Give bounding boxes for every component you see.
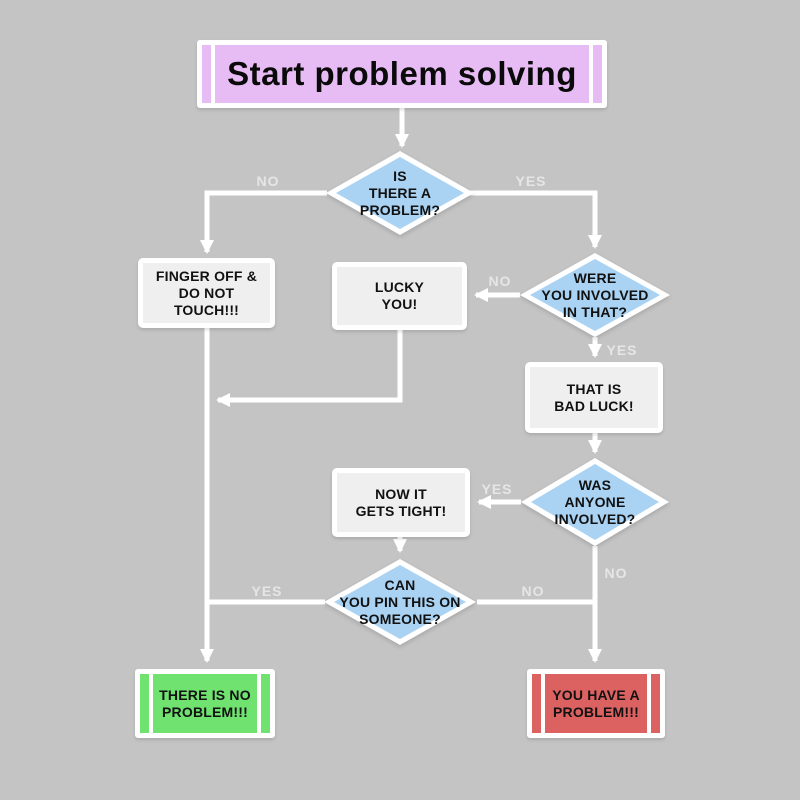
edge-label-problem-yes: YES [515, 173, 547, 189]
node-q-anyone: WAS ANYONE INVOLVED? [521, 458, 669, 546]
node-label: IS THERE A PROBLEM? [359, 167, 441, 218]
node-label: FINGER OFF & DO NOT TOUCH!!! [155, 267, 258, 318]
edge-label-problem-no: NO [256, 173, 280, 189]
node-q-problem: IS THERE A PROBLEM? [326, 151, 474, 235]
edge-label-anyone-no: NO [604, 565, 628, 581]
node-no-problem: THERE IS NO PROBLEM!!! [135, 669, 275, 738]
edge-label-pin-no: NO [521, 583, 545, 599]
node-finger-off: FINGER OFF & DO NOT TOUCH!!! [138, 258, 275, 328]
edge-label-involved-no: NO [488, 273, 512, 289]
node-bad-luck: THAT IS BAD LUCK! [525, 362, 663, 433]
edge-label-involved-yes: YES [606, 342, 638, 358]
terminator-stripe-right [257, 674, 261, 733]
node-q-pin: CAN YOU PIN THIS ON SOMEONE? [324, 559, 476, 645]
node-label: WERE YOU INVOLVED IN THAT? [541, 269, 649, 320]
node-label: WAS ANYONE INVOLVED? [554, 476, 636, 527]
node-label: NOW IT GETS TIGHT! [355, 485, 447, 519]
node-start-title: Start problem solving [197, 40, 607, 108]
node-have-problem: YOU HAVE A PROBLEM!!! [527, 669, 665, 738]
node-gets-tight: NOW IT GETS TIGHT! [332, 468, 470, 537]
terminator-stripe-left [541, 674, 545, 733]
node-label: THERE IS NO PROBLEM!!! [159, 686, 251, 720]
edge-label-anyone-yes: YES [481, 481, 513, 497]
node-label: YOU HAVE A PROBLEM!!! [552, 686, 640, 720]
terminator-stripe-left [149, 674, 153, 733]
node-lucky-you: LUCKY YOU! [332, 262, 467, 330]
terminator-stripe-left [211, 45, 215, 103]
terminator-stripe-right [589, 45, 593, 103]
node-q-involved: WERE YOU INVOLVED IN THAT? [520, 253, 670, 337]
page-title: Start problem solving [227, 54, 577, 92]
edge-label-pin-yes: YES [251, 583, 283, 599]
terminator-stripe-right [647, 674, 651, 733]
node-label: LUCKY YOU! [374, 279, 425, 312]
node-label: CAN YOU PIN THIS ON SOMEONE? [339, 576, 461, 627]
node-label: THAT IS BAD LUCK! [554, 380, 634, 414]
